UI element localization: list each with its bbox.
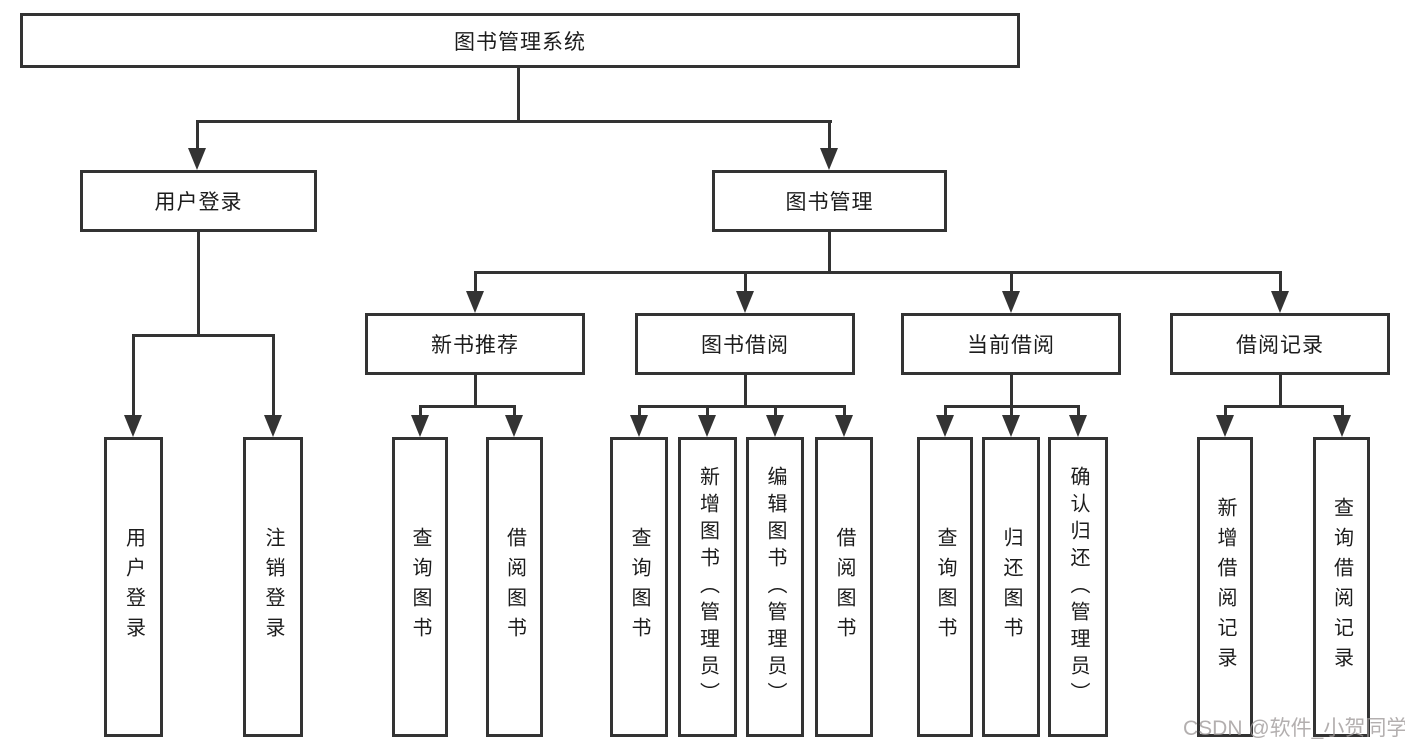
node-book-mgmt-label: 图书管理 [785,191,874,214]
leaf-cb-return-books-label: 归还图书 [1000,527,1022,647]
csdn-watermark: CSDN @软件_小贺同学 [1183,717,1405,740]
connector-cb-return-shaft [1010,405,1013,419]
connector-new-book-rec-shaft [474,271,477,295]
connector-book-mgmt-stem [828,232,831,274]
node-root-label: 图书管理系统 [454,30,586,54]
connector-login-leaf-shaft [132,334,135,418]
connector-root-stem [517,68,520,122]
arrowhead-bb-add [698,415,716,437]
connector-br-add-shaft [1224,405,1227,419]
leaf-nb-query-books-label: 查询图书 [409,527,431,647]
leaf-cb-query-books: 查询图书 [917,437,973,737]
connector-new-book-rec-rail [419,405,516,408]
connector-current-borrow-stem [1010,375,1013,408]
arrowhead-bb-borrow [835,415,853,437]
node-new-book-rec-label: 新书推荐 [431,334,519,357]
leaf-br-query-record-label: 查询借阅记录 [1330,497,1353,677]
leaf-bb-borrow-books: 借阅图书 [815,437,873,737]
leaf-nb-borrow-books-label: 借阅图书 [503,527,526,647]
connector-user-login-stem [197,232,200,337]
node-root: 图书管理系统 [20,13,1020,68]
leaf-user-login-label: 用户登录 [122,527,145,647]
arrowhead-user-login [188,148,206,170]
connector-bb-edit-shaft [774,405,777,419]
arrowhead-nb-query [411,415,429,437]
leaf-br-query-record: 查询借阅记录 [1313,437,1370,737]
node-book-mgmt: 图书管理 [712,170,947,232]
arrowhead-book-mgmt [820,148,838,170]
arrowhead-borrow-records [1271,291,1289,313]
connector-new-book-rec-stem [474,375,477,408]
arrowhead-cb-return [1002,415,1020,437]
connector-book-borrow-rail [638,405,846,408]
node-user-login-label: 用户登录 [154,191,243,214]
connector-user-login-rail [132,334,275,337]
connector-bb-borrow-shaft [843,405,846,419]
leaf-cb-return-books: 归还图书 [982,437,1040,737]
connector-book-borrow-shaft [744,271,747,295]
leaf-bb-edit-books-admin: 编辑图书（管理员） [746,437,804,737]
leaf-bb-add-books-admin-label: 新增图书（管理员） [696,465,719,709]
arrowhead-new-book-rec [466,291,484,313]
connector-logout-leaf-shaft [272,334,275,418]
leaf-nb-borrow-books: 借阅图书 [486,437,543,737]
arrowhead-bb-edit [766,415,784,437]
connector-bb-query-shaft [638,405,641,419]
connector-book-mgmt-shaft [828,120,831,152]
node-new-book-rec: 新书推荐 [365,313,585,375]
leaf-br-add-record-label: 新增借阅记录 [1214,497,1236,677]
connector-root-rail [196,120,832,123]
connector-book-borrow-stem [744,375,747,408]
leaf-bb-query-books-label: 查询图书 [628,527,650,647]
arrowhead-logout-leaf [264,415,282,437]
leaf-logout-label: 注销登录 [262,527,284,647]
leaf-bb-borrow-books-label: 借阅图书 [833,527,855,647]
connector-level3-rail [474,271,1282,274]
arrowhead-br-add [1216,415,1234,437]
leaf-cb-confirm-return-admin: 确认归还（管理员） [1048,437,1108,737]
connector-current-borrow-shaft [1010,271,1013,295]
leaf-bb-query-books: 查询图书 [610,437,668,737]
connector-bb-add-shaft [706,405,709,419]
node-user-login: 用户登录 [80,170,317,232]
connector-user-login-shaft [196,120,199,152]
node-borrow-records-label: 借阅记录 [1236,334,1324,357]
arrowhead-book-borrow [736,291,754,313]
connector-nb-borrow-shaft [513,405,516,419]
leaf-cb-confirm-return-admin-label: 确认归还（管理员） [1067,465,1089,709]
connector-borrow-records-stem [1279,375,1282,408]
connector-br-query-shaft [1341,405,1344,419]
arrowhead-cb-confirm [1069,415,1087,437]
arrowhead-current-borrow [1002,291,1020,313]
connector-borrow-records-rail [1224,405,1344,408]
leaf-logout: 注销登录 [243,437,303,737]
connector-cb-query-shaft [944,405,947,419]
leaf-nb-query-books: 查询图书 [392,437,448,737]
leaf-bb-add-books-admin: 新增图书（管理员） [678,437,737,737]
leaf-cb-query-books-label: 查询图书 [934,527,956,647]
arrowhead-bb-query [630,415,648,437]
node-book-borrow: 图书借阅 [635,313,855,375]
connector-borrow-records-shaft [1279,271,1282,295]
arrowhead-nb-borrow [505,415,523,437]
arrowhead-br-query [1333,415,1351,437]
arrowhead-login-leaf [124,415,142,437]
leaf-user-login: 用户登录 [104,437,163,737]
node-current-borrow-label: 当前借阅 [967,334,1055,357]
arrowhead-cb-query [936,415,954,437]
connector-cb-confirm-shaft [1077,405,1080,419]
leaf-bb-edit-books-admin-label: 编辑图书（管理员） [764,465,786,709]
leaf-br-add-record: 新增借阅记录 [1197,437,1253,737]
node-borrow-records: 借阅记录 [1170,313,1390,375]
node-book-borrow-label: 图书借阅 [701,334,789,357]
node-current-borrow: 当前借阅 [901,313,1121,375]
connector-nb-query-shaft [419,405,422,419]
